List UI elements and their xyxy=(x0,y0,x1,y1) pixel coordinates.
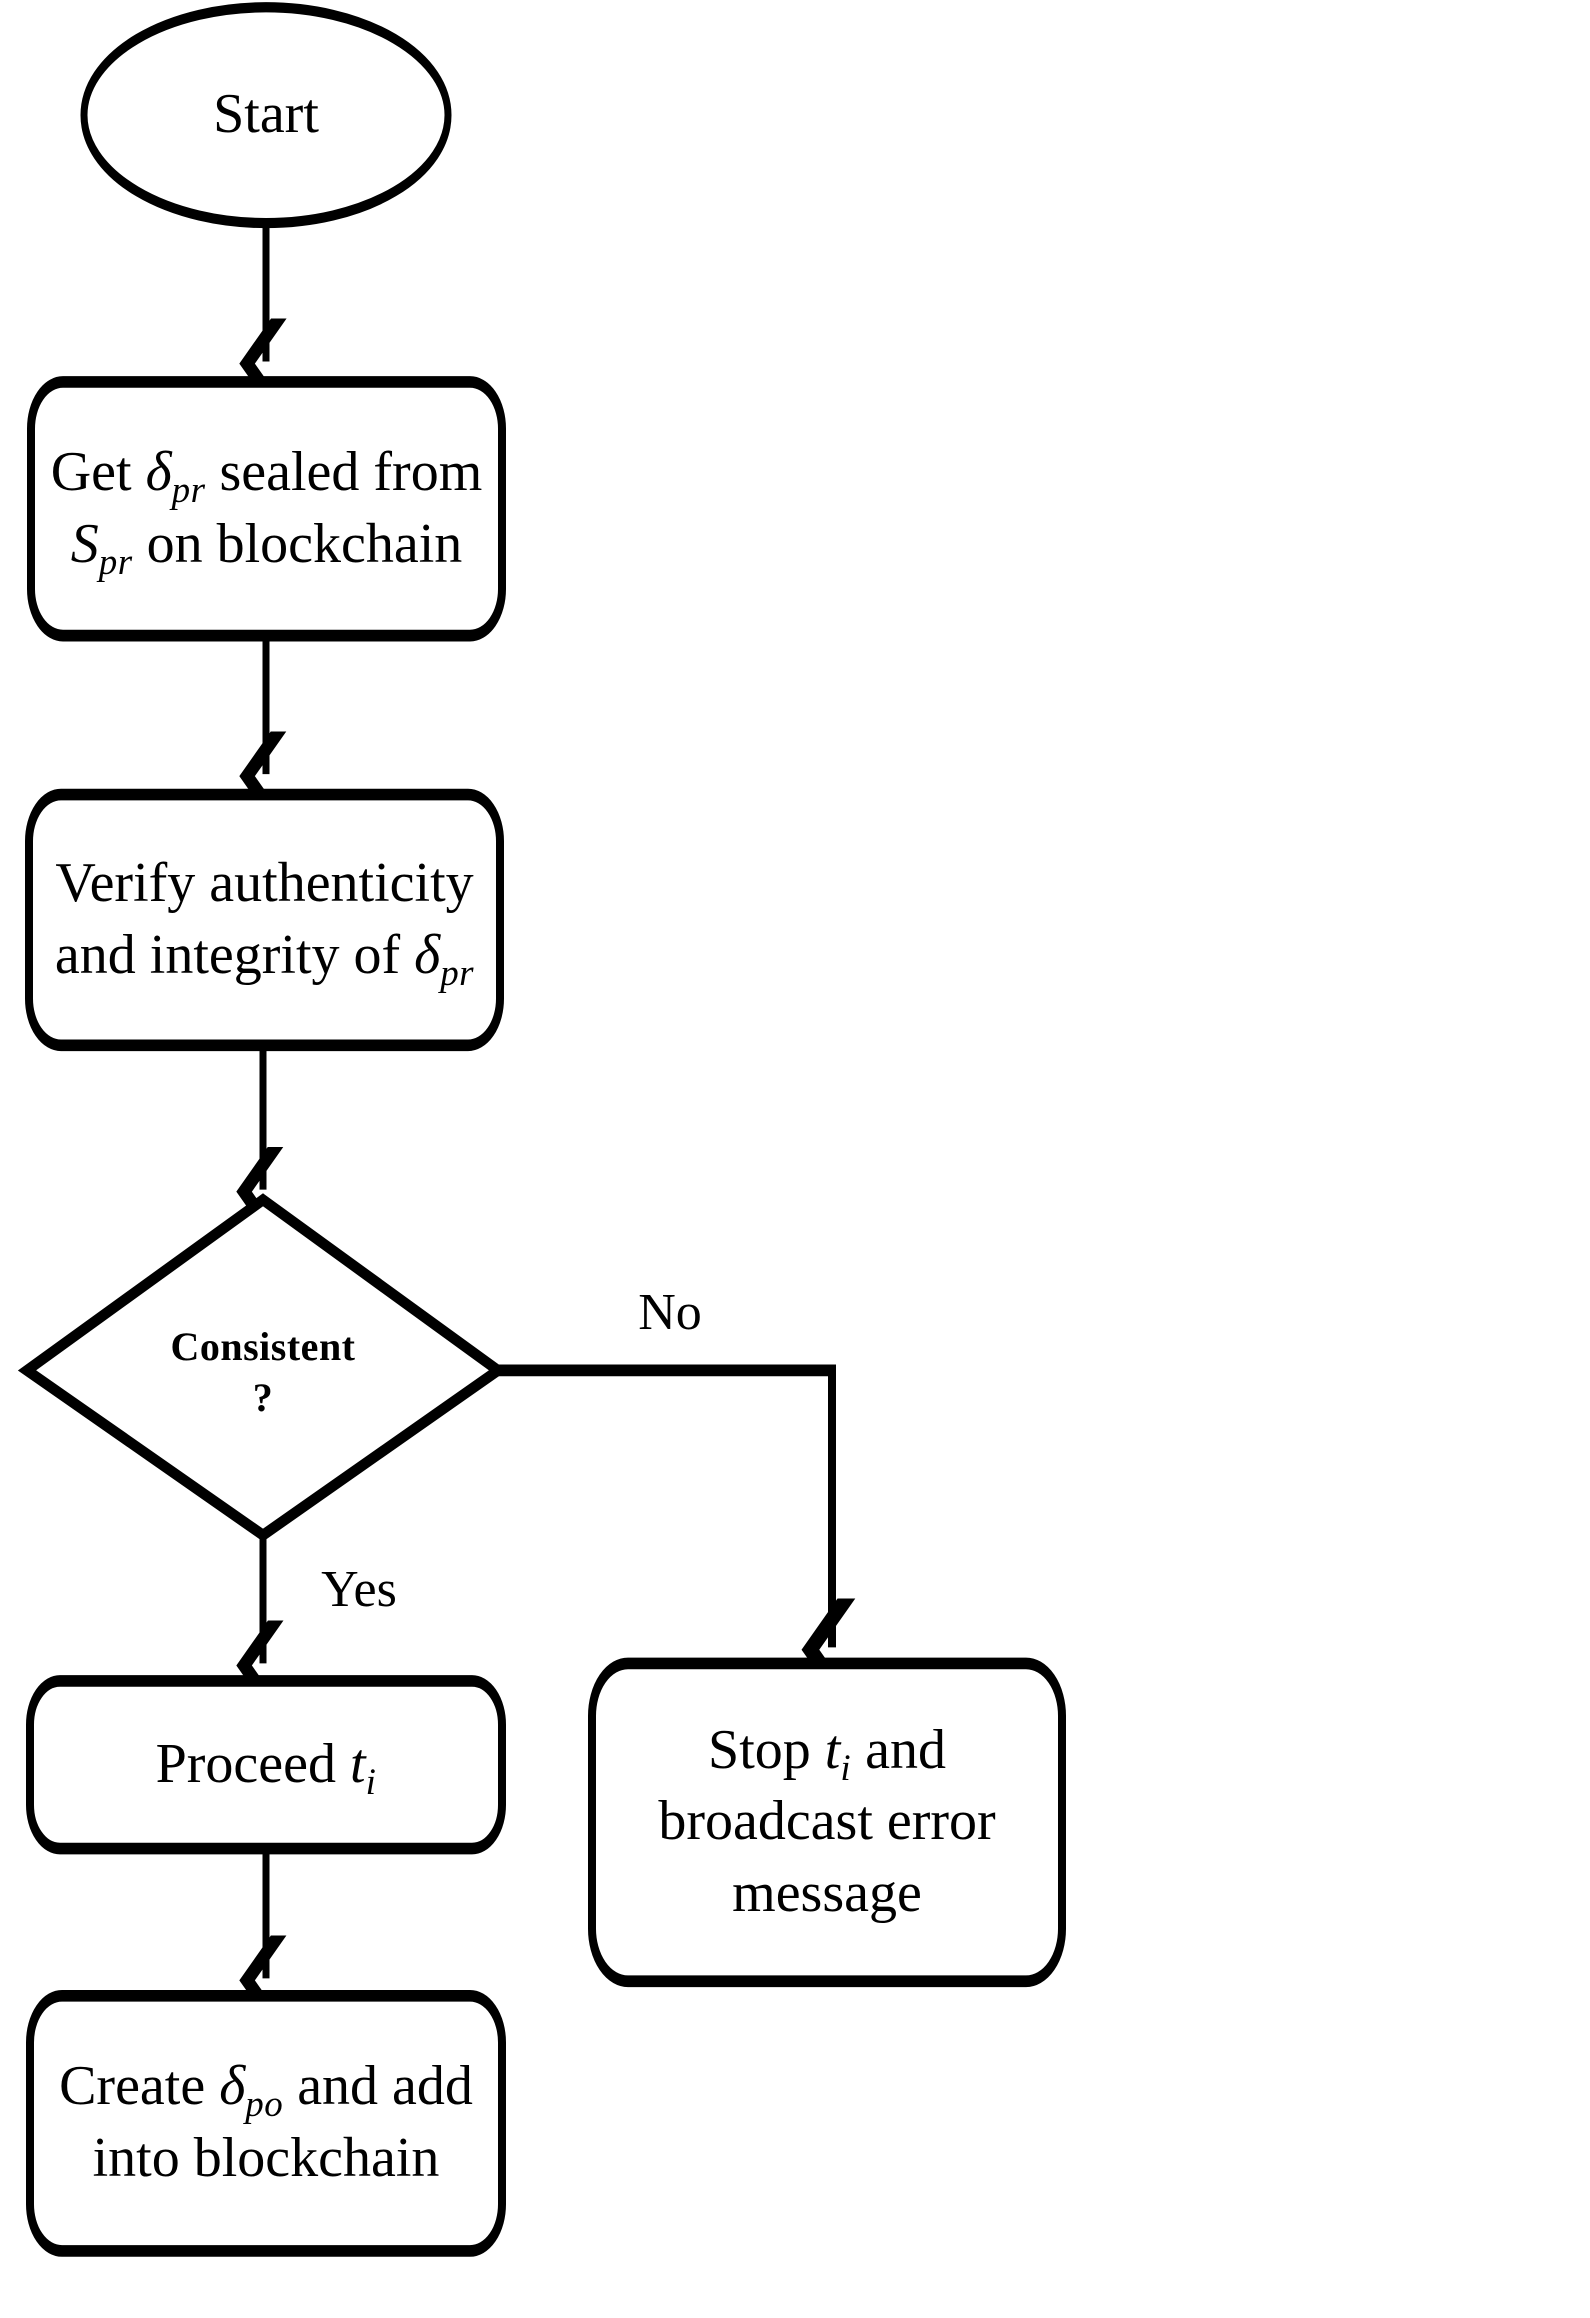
node-create-po-shape[interactable] xyxy=(26,1989,506,2257)
node-stop-error-shape[interactable] xyxy=(588,1657,1066,1988)
node-decision-shape[interactable] xyxy=(17,1193,508,1542)
node-get-sealed-shape[interactable] xyxy=(27,376,506,642)
node-start-shape[interactable] xyxy=(80,2,452,229)
edge-decision-no xyxy=(498,1364,832,1647)
node-proceed-shape[interactable] xyxy=(26,1675,506,1855)
node-verify-shape[interactable] xyxy=(25,788,504,1052)
